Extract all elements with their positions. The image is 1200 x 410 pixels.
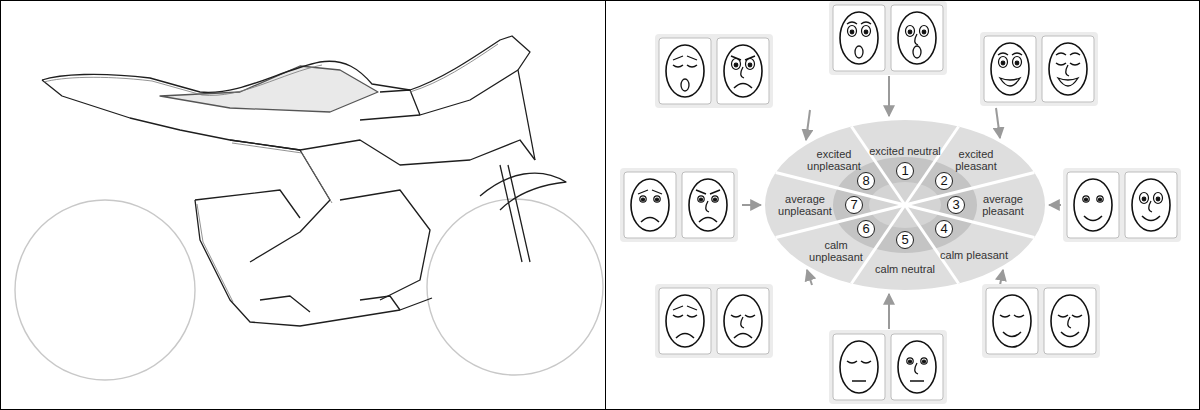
segment-number: 1 <box>896 162 914 180</box>
segment-label: excited neutral <box>868 145 942 157</box>
segment-label: excited pleasant <box>937 148 1015 172</box>
wheel-segment: excited neutral1 <box>868 141 942 153</box>
wheel-segment: excited unpleasant8 <box>795 148 873 172</box>
segment-number: 2 <box>935 172 953 190</box>
segment-number: 8 <box>857 172 875 190</box>
segment-number: 5 <box>896 231 914 249</box>
segment-label: calm pleasant <box>939 249 1009 261</box>
segment-label: average unpleasant <box>766 193 844 217</box>
segment-number: 7 <box>845 196 863 214</box>
wheel-segment: calm neutral5 <box>874 259 936 271</box>
segment-label: calm neutral <box>874 263 936 275</box>
wheel-segment: calm unpleasant6 <box>797 239 875 263</box>
segment-number: 6 <box>857 220 875 238</box>
segment-number: 4 <box>935 220 953 238</box>
wheel-segment: calm pleasant4 <box>939 245 1009 257</box>
segment-label: average pleasant <box>964 193 1042 217</box>
segment-label: calm unpleasant <box>797 239 875 263</box>
wheel-segment: average unpleasant7 <box>766 193 844 217</box>
segment-label: excited unpleasant <box>795 148 873 172</box>
wheel-segment: excited pleasant2 <box>937 148 1015 172</box>
wheel-segment: average pleasant3 <box>964 193 1042 217</box>
segment-number: 3 <box>947 196 965 214</box>
